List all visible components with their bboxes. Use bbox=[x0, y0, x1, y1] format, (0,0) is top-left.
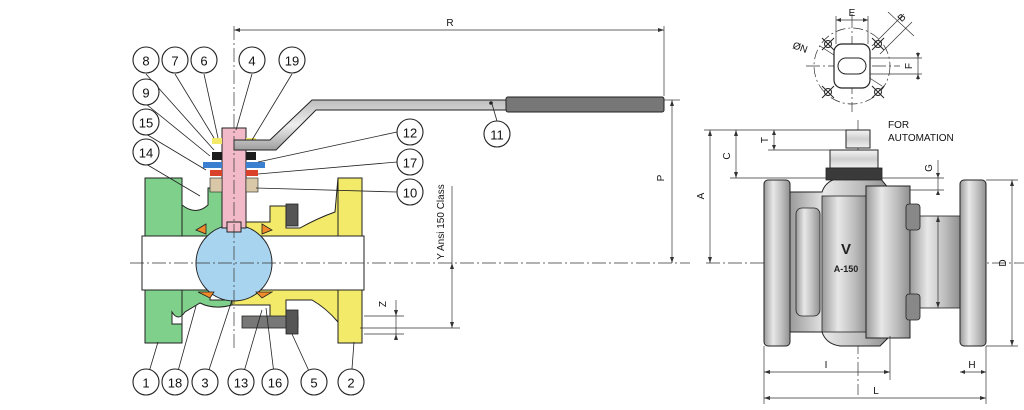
dim-label-h: H bbox=[968, 360, 975, 371]
seat-lower bbox=[197, 291, 274, 299]
callout-14: 14 bbox=[132, 138, 160, 166]
bolt-holes bbox=[821, 37, 885, 99]
callout-label: 9 bbox=[142, 86, 149, 101]
callout-1: 1 bbox=[132, 368, 160, 396]
callout-12: 12 bbox=[396, 118, 424, 146]
side-connector bbox=[909, 215, 961, 309]
side-stem-collar bbox=[825, 167, 883, 181]
callout-label: 3 bbox=[201, 376, 208, 391]
nut-right bbox=[246, 152, 256, 160]
callout-label: 11 bbox=[490, 128, 504, 143]
callout-label: 8 bbox=[142, 54, 149, 69]
dim-label-i: I bbox=[825, 360, 828, 371]
callout-18: 18 bbox=[161, 368, 189, 396]
callout-label: 17 bbox=[403, 156, 417, 171]
section-dimensions: R P Y Ansi 150 Class Z bbox=[234, 18, 680, 340]
dim-label-r: R bbox=[446, 18, 453, 29]
washer-left bbox=[212, 138, 222, 144]
side-body-center bbox=[821, 195, 869, 333]
dim-label-y: Y Ansi 150 Class bbox=[436, 184, 447, 259]
side-stem-nut bbox=[829, 149, 879, 169]
callout-label: 4 bbox=[248, 54, 255, 69]
dim-label-a: A bbox=[696, 192, 707, 199]
callout-leaders bbox=[145, 73, 498, 383]
callout-label: 13 bbox=[234, 376, 248, 391]
dim-label-z: Z bbox=[378, 301, 389, 307]
callout-label: 18 bbox=[168, 376, 182, 391]
callout-5: 5 bbox=[300, 368, 328, 396]
packing-left bbox=[210, 170, 222, 176]
body-nut bbox=[285, 309, 299, 335]
callout-17: 17 bbox=[396, 148, 424, 176]
callout-label: 5 bbox=[310, 376, 317, 391]
gasket-left bbox=[203, 162, 222, 168]
gasket-right bbox=[246, 162, 265, 168]
stud-top bbox=[285, 203, 299, 227]
dim-label-n: ØN bbox=[791, 40, 809, 55]
gland-right bbox=[245, 177, 259, 193]
callout-9: 9 bbox=[132, 78, 160, 106]
callout-3: 3 bbox=[191, 368, 219, 396]
exterior-side-view: V A-150 FOR AUTOMATION bbox=[706, 120, 1024, 395]
callout-2: 2 bbox=[337, 368, 365, 396]
callout-16: 16 bbox=[261, 368, 289, 396]
side-flange-left bbox=[763, 179, 791, 347]
callout-label: 7 bbox=[171, 54, 178, 69]
callout-label: 14 bbox=[139, 146, 153, 161]
callout-label: 1 bbox=[142, 376, 149, 391]
packing-right bbox=[246, 170, 258, 176]
handle-grip bbox=[505, 96, 665, 113]
dim-label-d: D bbox=[998, 259, 1009, 266]
dim-label-t: T bbox=[760, 137, 771, 143]
callout-label: 15 bbox=[139, 116, 153, 131]
callout-15: 15 bbox=[132, 108, 160, 136]
automation-note-line1: FOR bbox=[888, 120, 909, 131]
side-bonnet bbox=[865, 185, 911, 339]
dim-label-c: C bbox=[722, 152, 733, 159]
callout-label: 10 bbox=[403, 186, 417, 201]
dim-label-f: F bbox=[904, 63, 915, 69]
callout-label: 2 bbox=[347, 376, 354, 391]
handle-pivot bbox=[489, 101, 493, 105]
callout-10: 10 bbox=[396, 178, 424, 206]
stem-top-view: E B ØN F bbox=[791, 8, 922, 112]
automation-note-line2: AUTOMATION bbox=[888, 133, 954, 144]
callout-label: 6 bbox=[200, 54, 207, 69]
dim-label-l: L bbox=[873, 386, 879, 397]
callout-19: 19 bbox=[278, 46, 306, 74]
side-body-neck bbox=[795, 207, 821, 317]
side-flange-right bbox=[959, 179, 987, 347]
callout-11: 11 bbox=[483, 120, 511, 148]
nut-left bbox=[212, 152, 222, 160]
dim-label-p: P bbox=[656, 174, 667, 181]
dim-label-g: G bbox=[924, 164, 935, 172]
stem-flat bbox=[837, 57, 867, 75]
side-stem-head bbox=[845, 129, 871, 149]
callout-13: 13 bbox=[227, 368, 255, 396]
callout-label: 12 bbox=[403, 126, 417, 141]
callout-7: 7 bbox=[161, 46, 189, 74]
side-bolt-bottom bbox=[905, 293, 921, 321]
body-marking-class: A-150 bbox=[834, 264, 859, 274]
callout-6: 6 bbox=[190, 46, 218, 74]
callout-label: 16 bbox=[268, 376, 282, 391]
seat-upper bbox=[195, 223, 273, 235]
callout-8: 8 bbox=[132, 46, 160, 74]
side-view-dimensions: A C T G D I H bbox=[696, 129, 1018, 404]
dim-label-b: B bbox=[896, 12, 909, 25]
section-view bbox=[130, 26, 690, 350]
handle-lever bbox=[233, 99, 511, 151]
callout-label: 19 bbox=[285, 54, 299, 69]
callout-4: 4 bbox=[238, 46, 266, 74]
gland-left bbox=[209, 177, 223, 193]
dim-label-e: E bbox=[849, 8, 856, 19]
body-marking-logo: V bbox=[841, 241, 851, 258]
side-bolt-top bbox=[905, 203, 921, 231]
